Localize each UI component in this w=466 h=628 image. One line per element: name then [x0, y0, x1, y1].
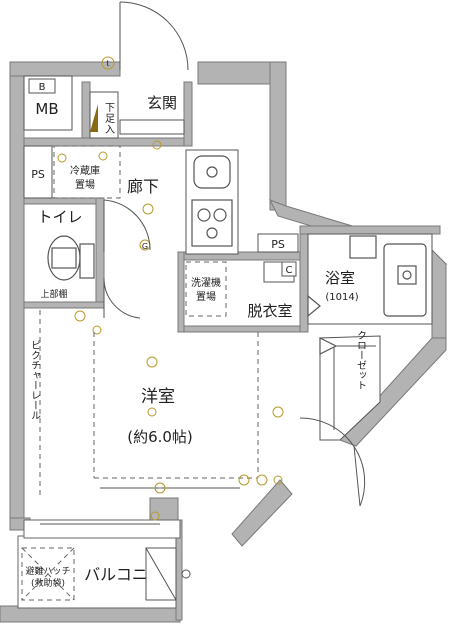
ps-right-label: PS: [271, 238, 285, 251]
marker-t: t: [106, 59, 109, 68]
balcony-sash: [23, 519, 181, 539]
washer-space: [185, 261, 227, 317]
picture-rail-label: ピクチャーレール: [29, 340, 41, 420]
western-room-label: 洋室: [141, 387, 175, 407]
marker-c: C: [286, 265, 293, 276]
breaker-label: B: [39, 82, 46, 93]
kitchen: [185, 149, 239, 255]
ps-left-label: PS: [31, 168, 45, 181]
marker-g: G: [142, 242, 148, 251]
closet: [319, 335, 381, 441]
dressing-room-label: 脱衣室: [247, 302, 292, 320]
closet-label: クローゼット: [355, 330, 367, 390]
ps-right: [257, 233, 299, 253]
bath-size-label: (1014): [325, 292, 358, 303]
evacuation-hatch-label: 避難ハッチ(救助袋): [25, 565, 70, 589]
ps-left: [23, 145, 53, 199]
balcony-label: バルコニー: [84, 565, 164, 584]
upper-shelf-label: 上部棚: [40, 288, 67, 300]
western-room: [39, 310, 259, 498]
evacuation-hatch: [21, 547, 75, 601]
toilet-door: [103, 277, 141, 319]
bathroom-label: 浴室: [325, 269, 355, 287]
balcony-door: [299, 417, 366, 507]
fridge-space: [53, 145, 121, 199]
toilet-label: トイレ: [37, 208, 82, 226]
outlet-symbols: [146, 356, 284, 521]
bathroom: [307, 233, 433, 325]
entrance-label: 玄関: [147, 94, 177, 112]
hallway-label: 廊下: [127, 177, 159, 196]
shoe-box-label: 下足入: [105, 103, 115, 136]
toilet-fixture: [47, 235, 95, 281]
fridge-label: 冷蔵庫置場: [70, 164, 100, 191]
western-room-size-label: (約6.0帖): [127, 428, 193, 446]
mb-label: MB: [35, 100, 58, 118]
entrance-door: t: [101, 1, 189, 71]
washer-label: 洗濯機置場: [191, 276, 221, 303]
breaker-box: [28, 78, 56, 94]
